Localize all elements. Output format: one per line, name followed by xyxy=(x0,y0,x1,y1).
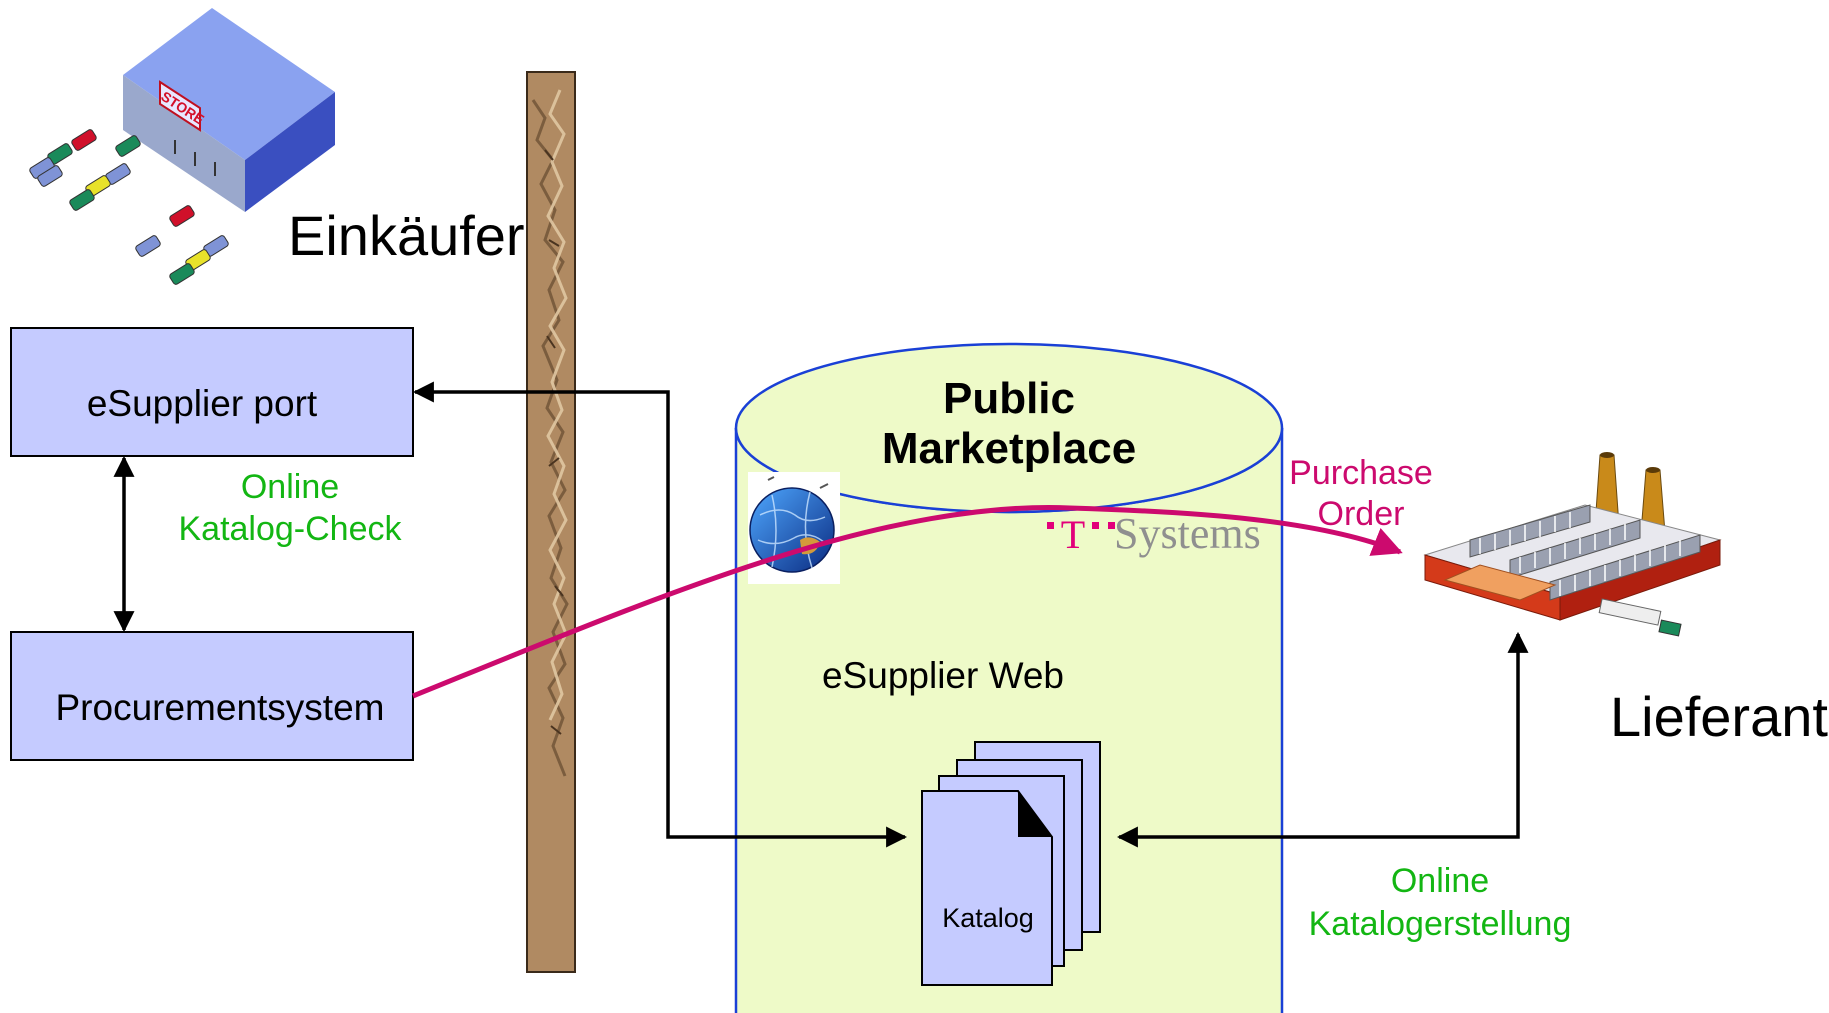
firewall-wall xyxy=(526,71,576,973)
procurementsystem-label: Procurementsystem xyxy=(56,687,385,728)
esupplier-web-label: eSupplier Web xyxy=(822,655,1064,696)
tsystems-t: T xyxy=(1061,512,1085,557)
esupplier-port-label: eSupplier port xyxy=(87,383,318,424)
marketplace-label: Marketplace xyxy=(882,424,1136,473)
katalog-document-stack: Katalog xyxy=(921,741,1101,986)
online-create-line1: Online xyxy=(1391,862,1489,900)
tsystems-word: Systems xyxy=(1114,509,1261,558)
esupplier-port-box: eSupplier port xyxy=(10,327,414,457)
store-parking-lot-icon: STORE xyxy=(29,8,335,285)
purchase-label: Purchase xyxy=(1289,454,1433,492)
lieferant-label: Lieferant xyxy=(1610,685,1828,748)
online-check-line2: Katalog-Check xyxy=(178,510,402,548)
online-check-line1: Online xyxy=(241,468,339,506)
einkaeufer-label: Einkäufer xyxy=(288,204,525,267)
purchase-order-arrow xyxy=(412,505,1403,699)
procurementsystem-box: Procurementsystem xyxy=(10,631,414,761)
globe-icon xyxy=(748,472,840,584)
order-label: Order xyxy=(1318,495,1405,533)
public-label: Public xyxy=(943,374,1075,423)
katalog-label: Katalog xyxy=(942,903,1034,933)
catalog-check-arrow xyxy=(412,381,908,848)
online-create-line2: Katalogerstellung xyxy=(1309,905,1572,943)
catalog-creation-arrow xyxy=(1116,631,1529,848)
tsystems-logo: T Systems xyxy=(1047,509,1261,558)
factory-icon xyxy=(1423,452,1722,637)
